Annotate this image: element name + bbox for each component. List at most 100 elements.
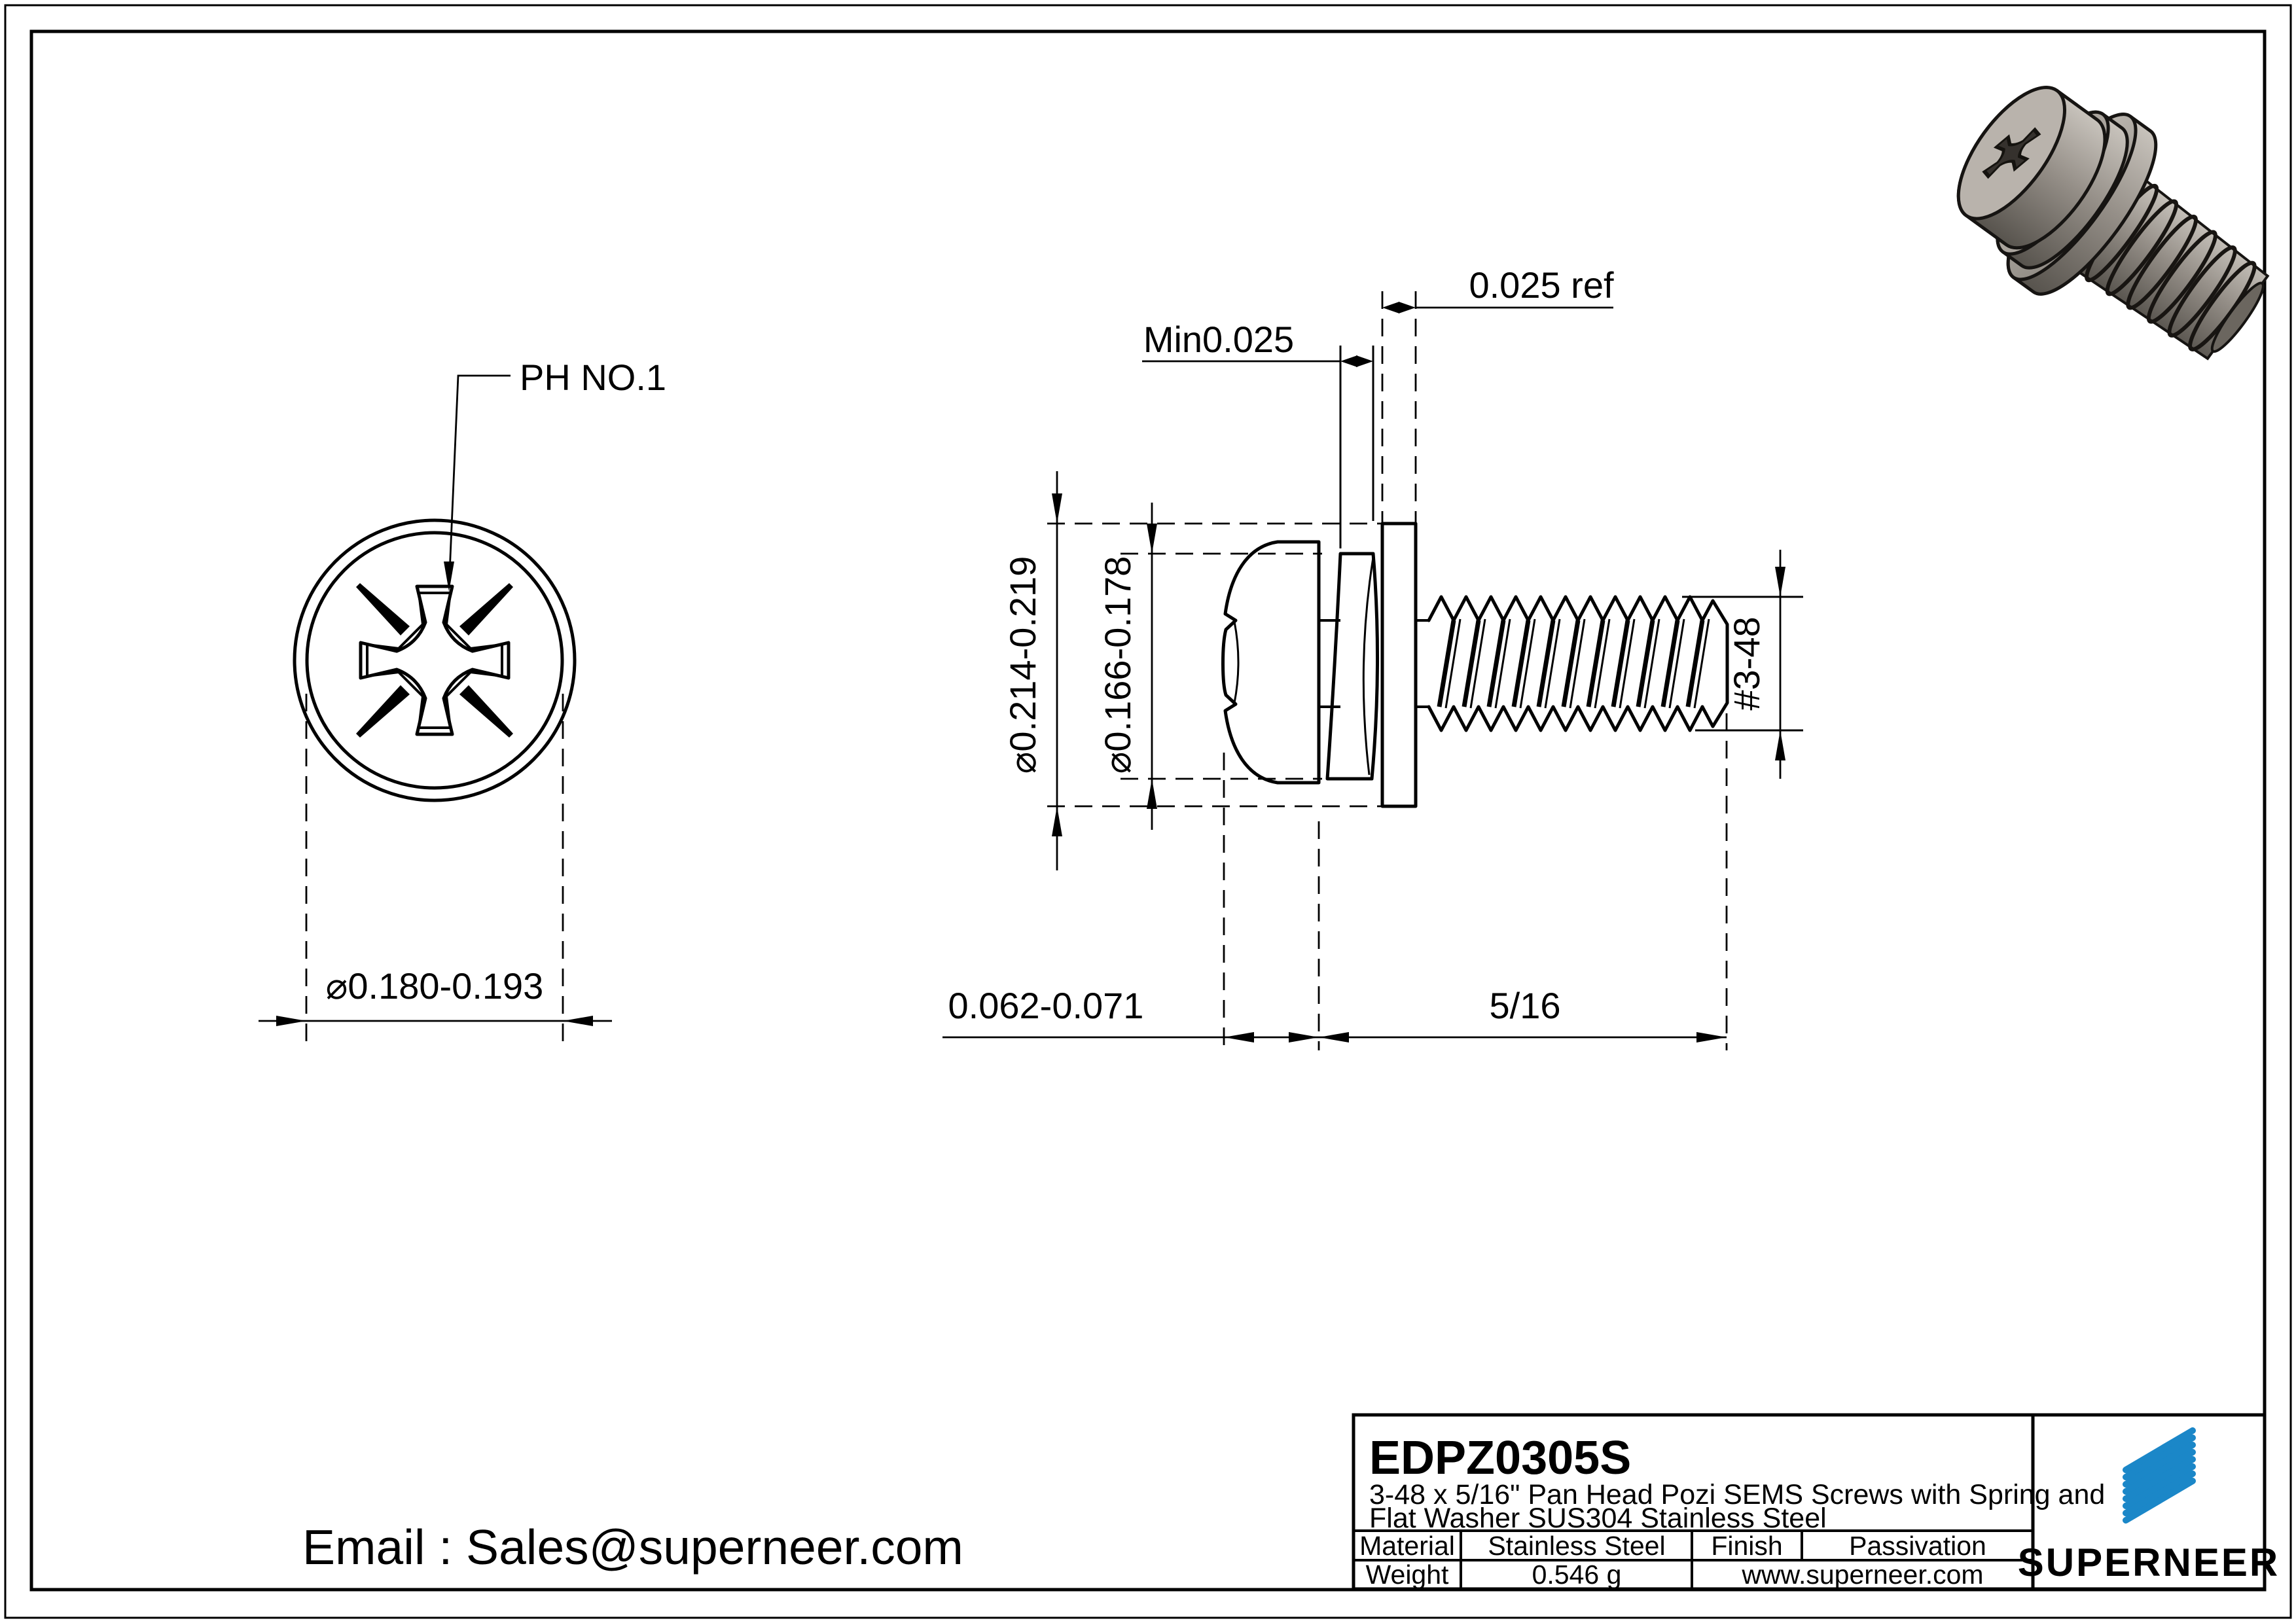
dimension-arrow (1319, 1032, 1349, 1043)
thread-size-dim-text: #3-48 (1726, 616, 1767, 710)
thread-flank-line (1511, 620, 1531, 707)
thread-flank-line (1444, 618, 1462, 709)
thread-flank-line (1469, 618, 1486, 709)
weight-label: Weight (1366, 1560, 1449, 1590)
thread-flank-line (1685, 620, 1705, 707)
dimension-arrow (1147, 524, 1157, 554)
dimension-arrow (1224, 1032, 1254, 1043)
title-block-frame (1352, 1413, 2267, 1591)
thread-length-dim-text: 5/16 (1490, 985, 1561, 1026)
thread-flank-line (1668, 618, 1685, 709)
head-height-dim-text: 0.062-0.071 (948, 985, 1144, 1026)
thread-flank-line (1660, 620, 1680, 707)
logo-stripe (2123, 1471, 2196, 1516)
contact-email-text: Email : Sales@superneer.com (302, 1520, 963, 1575)
pozi-inner-slot (366, 592, 503, 729)
dimension-arrow (563, 1016, 593, 1026)
thread-tip-chamfer (1700, 599, 1729, 728)
logo-stripe (2123, 1456, 2196, 1502)
part-number: EDPZ0305S (1369, 1432, 1631, 1484)
thread-flank-line (1519, 618, 1536, 709)
thread-flank-line (1619, 618, 1636, 709)
dimension-arrow (1052, 493, 1062, 524)
recess-silhouette-arc (1233, 621, 1240, 704)
head-od-dim-text: ⌀0.166-0.178 (1097, 556, 1138, 774)
thread-flank-line (1636, 620, 1655, 707)
washer-od-dim-text: ⌀0.214-0.219 (1002, 556, 1043, 774)
screw-3d-preview (1956, 86, 2270, 361)
thread-flank-line (1437, 620, 1456, 707)
part-description-line2: Flat Washer SUS304 Stainless Steel (1369, 1503, 1827, 1534)
thread-flank-line (1462, 620, 1481, 707)
dimension-arrow (1696, 1032, 1727, 1043)
pozi-tick-icon (356, 583, 410, 635)
pan-head-profile (1221, 540, 1321, 785)
thread-ring-3d (2105, 199, 2179, 296)
dimension-arrow (444, 562, 454, 592)
dimension-arrow (1340, 355, 1357, 367)
pozi-tick-icon (356, 685, 410, 738)
thread-ring-3d (2126, 214, 2198, 310)
pozi-outer-outline (359, 584, 511, 736)
inner-border (29, 29, 2267, 1592)
weight-value: 0.546 g (1532, 1560, 1622, 1590)
flat-ref-dim-text: 0.025 ref (1469, 264, 1613, 306)
thread-flank-line (1586, 620, 1605, 707)
thread-flank-line (1486, 620, 1506, 707)
finish-label: Finish (1711, 1531, 1782, 1561)
thread-bottom-zigzag (1427, 705, 1704, 732)
pozi-recess-3d-icon (1982, 127, 2041, 179)
thread-top-zigzag (1427, 595, 1704, 622)
dimension-arrow (1289, 1032, 1319, 1043)
recess-leader-line (448, 374, 511, 588)
dimension-arrow (1382, 302, 1399, 313)
recess-label: PH NO.1 (520, 357, 666, 398)
dimension-arrow (1399, 302, 1416, 313)
spring-washer-split-arc (1362, 557, 1374, 776)
thread-flank-line (1611, 620, 1630, 707)
website-link[interactable]: www.superneer.com (1741, 1560, 1983, 1590)
logo-stripe (2123, 1442, 2196, 1488)
material-label: Material (1359, 1531, 1455, 1561)
thread-flank-line (1693, 618, 1710, 709)
outer-border (4, 4, 2292, 1619)
dimension-arrow (1775, 567, 1785, 597)
dimension-arrow (276, 1016, 306, 1026)
head-outline-circle (305, 531, 564, 790)
thread-flank-line (1561, 620, 1581, 707)
pozidriv-recess-icon (356, 583, 513, 738)
thread-flank-line (1569, 618, 1586, 709)
tip-3d (2210, 281, 2265, 353)
thread-flank-line (1536, 620, 1556, 707)
logo-stripe (2123, 1435, 2196, 1480)
pozi-tick-icon (459, 583, 513, 635)
thread-flank-line (1544, 618, 1561, 709)
head-dia-dim-text: ⌀0.180-0.193 (326, 965, 544, 1007)
dimension-arrows (276, 302, 1785, 1043)
dimension-arrow (1775, 730, 1785, 760)
spring-min-dim-text: Min0.025 (1143, 319, 1294, 360)
finish-value: Passivation (1849, 1531, 1986, 1561)
logo-stripe (2123, 1463, 2196, 1509)
thread-ring-3d (2146, 230, 2217, 324)
thread-flank-line (1643, 618, 1660, 709)
thread-ring-3d (2167, 245, 2237, 338)
washer-outline-circle (293, 518, 577, 802)
part-description-line1: 3-48 x 5/16" Pan Head Pozi SEMS Screws w… (1369, 1479, 2105, 1510)
side-view: ⌀0.214-0.219 ⌀0.166-0.178 Min0.025 0.025… (942, 264, 1803, 1050)
thread-profile (1427, 595, 1729, 732)
superneer-logo-stripes-icon (2123, 1427, 2196, 1524)
thread-flank-line (1494, 618, 1511, 709)
thread-flank-line (1594, 618, 1611, 709)
logo-stripe (2123, 1449, 2196, 1495)
pozi-recess-3d-shape (1982, 127, 2041, 179)
dimension-arrow (1356, 355, 1373, 367)
dimension-arrow (1052, 806, 1062, 836)
material-value: Stainless Steel (1488, 1531, 1665, 1561)
logo-stripe (2123, 1427, 2196, 1473)
dimension-arrow (1147, 779, 1157, 809)
front-view: PH NO.1 ⌀0.180-0.193 (259, 357, 666, 1047)
title-block: EDPZ0305S 3-48 x 5/16" Pan Head Pozi SEM… (1352, 1413, 2278, 1591)
